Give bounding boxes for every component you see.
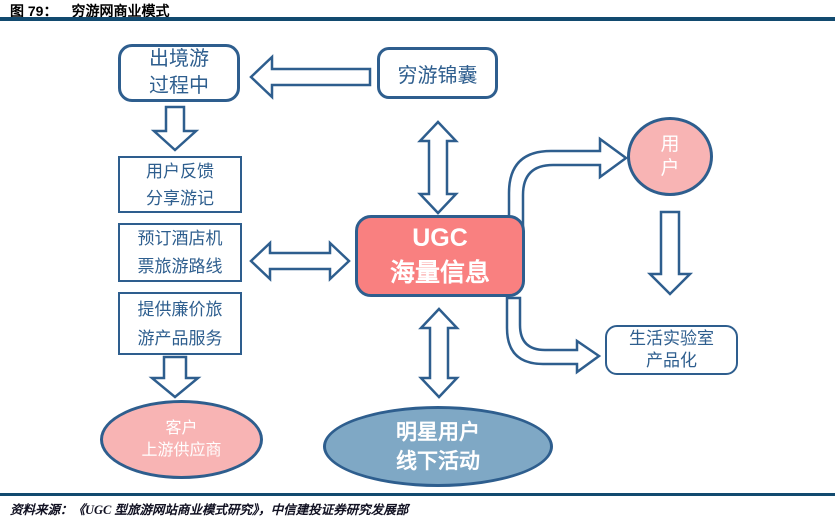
node-life-lab-line1: 生活实验室 xyxy=(629,329,714,348)
arrow-cheap-down-icon xyxy=(148,355,202,399)
node-cheap-products-line1: 提供廉价旅 xyxy=(137,299,223,319)
node-booking-line1: 预订酒店机 xyxy=(137,228,223,248)
arrow-outbound-down-icon xyxy=(150,105,200,152)
top-rule xyxy=(0,17,835,21)
figure-title: 穷游网商业模式 xyxy=(71,3,170,19)
node-user-feedback: 用户反馈 分享游记 xyxy=(118,156,242,213)
node-supplier-line1: 客户 xyxy=(165,419,198,437)
arrow-jinnang-to-outbound xyxy=(249,54,372,100)
source-note: 资料来源：《UGC 型旅游网站商业模式研究》，中信建投证券研究发展部 xyxy=(10,503,409,517)
arrow-ugc-star-double-icon xyxy=(418,307,460,399)
node-outbound-line1: 出境游 xyxy=(149,48,209,70)
arrow-user-down-icon xyxy=(646,210,694,296)
node-cheap-products: 提供廉价旅 游产品服务 xyxy=(118,292,242,355)
node-qyer-guide: 穷游锦囊 xyxy=(377,47,498,99)
node-qyer-guide-label: 穷游锦囊 xyxy=(397,64,478,87)
figure-title-bar: 图 79： 穷游网商业模式 xyxy=(10,1,169,21)
arrow-ugc-curve-to-user-icon xyxy=(507,136,629,232)
node-outbound-travel: 出境游 过程中 xyxy=(118,44,240,102)
figure-label: 图 79： xyxy=(10,3,58,19)
node-user-feedback-line2: 分享游记 xyxy=(146,188,214,208)
node-user-line1: 用 xyxy=(660,133,680,155)
node-ugc-line2: 海量信息 xyxy=(389,259,490,287)
node-supplier-ellipse: 客户 上游供应商 xyxy=(100,400,263,479)
bottom-rule xyxy=(0,493,835,496)
arrow-ugc-curve-to-lab-icon xyxy=(505,296,602,375)
node-star-users-line1: 明星用户 xyxy=(396,420,480,444)
arrow-booking-ugc-double-icon xyxy=(249,240,351,282)
node-life-lab: 生活实验室 产品化 xyxy=(605,325,738,375)
node-supplier-line2: 上游供应商 xyxy=(141,441,222,459)
node-user-feedback-line1: 用户反馈 xyxy=(146,161,214,181)
node-booking: 预订酒店机 票旅游路线 xyxy=(118,223,242,282)
node-user-line2: 户 xyxy=(660,157,680,179)
node-user-circle: 用 户 xyxy=(627,117,713,196)
node-star-users-ellipse: 明星用户 线下活动 xyxy=(323,406,553,487)
node-life-lab-line2: 产品化 xyxy=(646,351,697,370)
node-ugc-core: UGC 海量信息 xyxy=(355,215,525,297)
node-ugc-line1: UGC xyxy=(412,224,468,252)
node-star-users-line2: 线下活动 xyxy=(396,449,480,473)
arrow-jinnang-ugc-double-icon xyxy=(417,120,459,215)
node-booking-line2: 票旅游路线 xyxy=(137,256,223,276)
node-cheap-products-line2: 游产品服务 xyxy=(137,328,223,348)
node-outbound-line2: 过程中 xyxy=(149,75,209,97)
